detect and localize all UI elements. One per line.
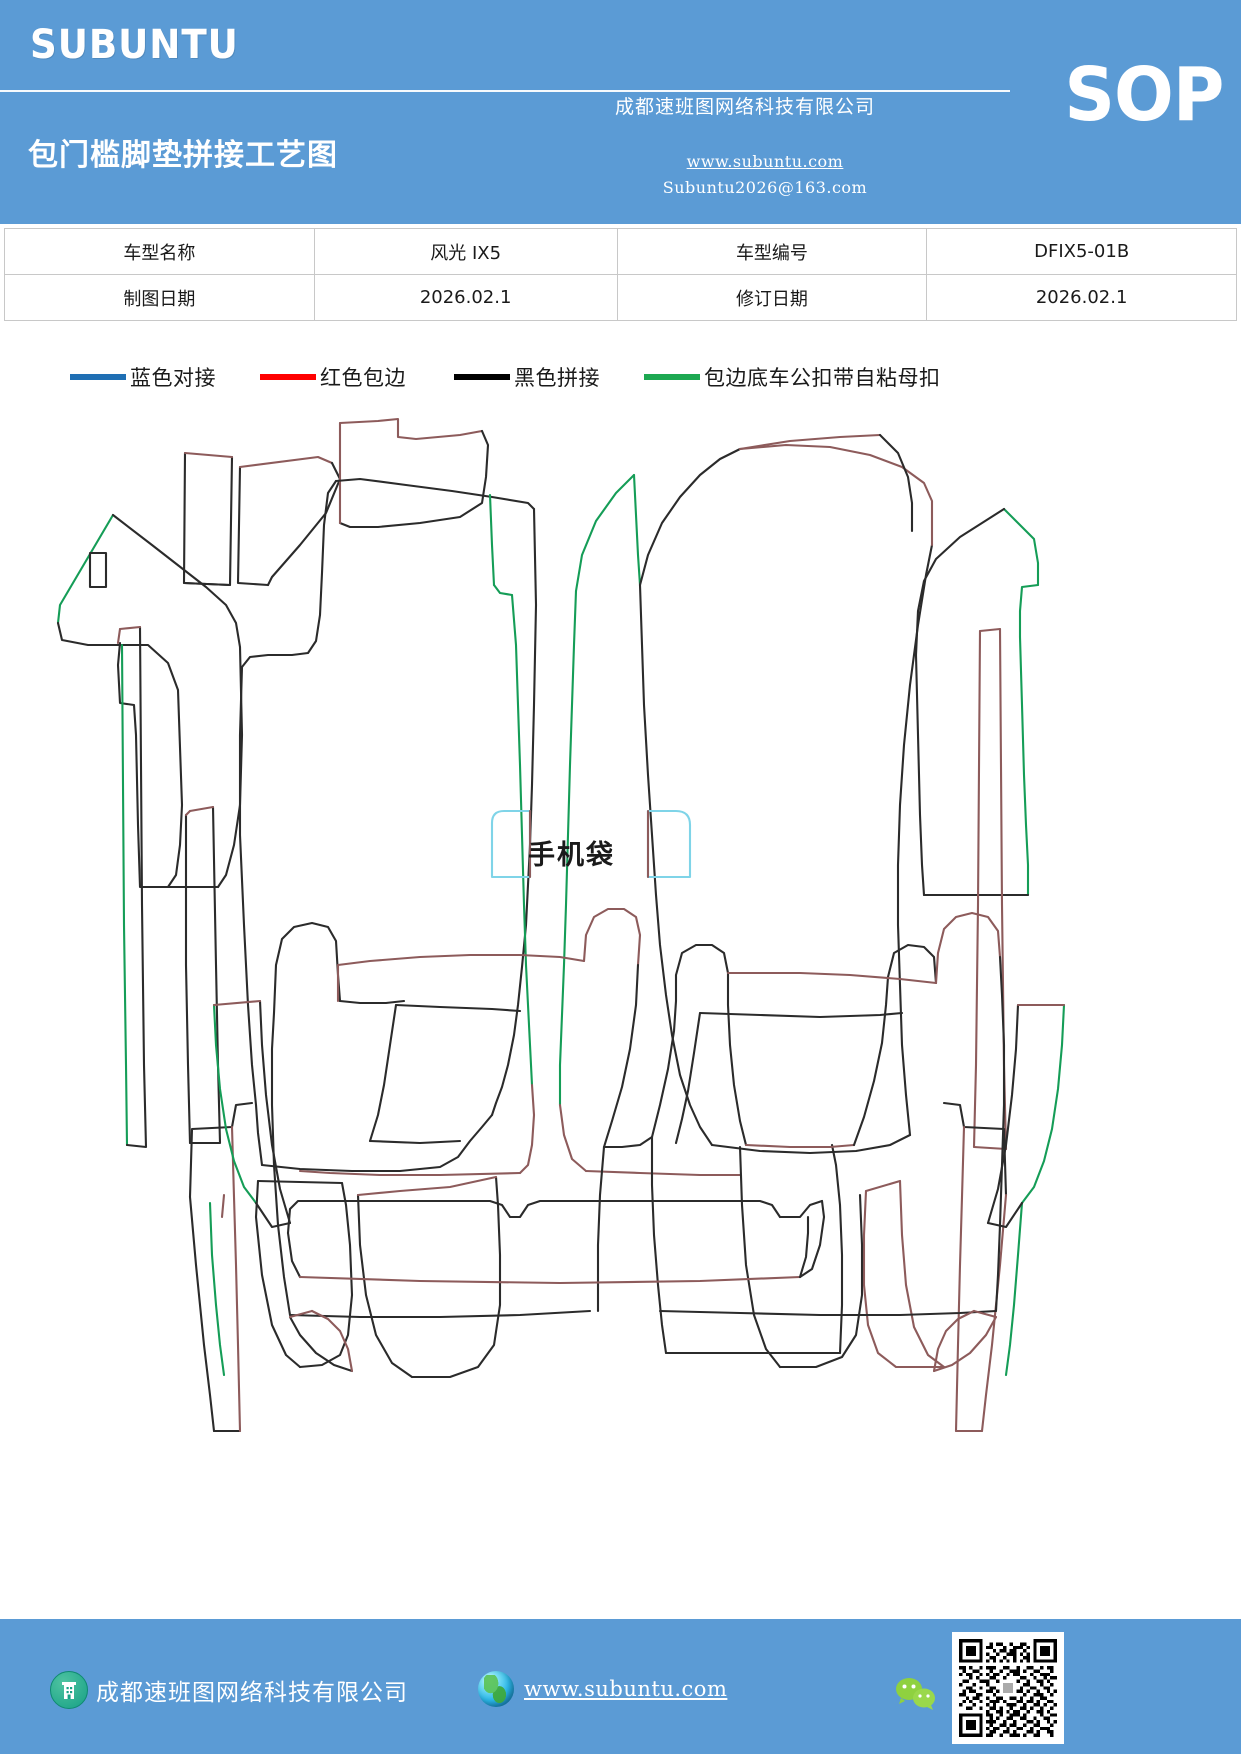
part-bottom-flap-left (288, 1309, 354, 1373)
table-row: 车型名称 风光 IX5 车型编号 DFIX5-01B (4, 228, 1237, 275)
header-company-name: 成都速班图网络科技有限公司 (614, 96, 875, 118)
line-swatch-black-icon (454, 374, 510, 380)
part-lower-mat-right-edge (986, 1003, 1066, 1377)
part-lower-right-step (942, 1101, 1008, 1433)
part-left-panel-2 (184, 805, 222, 1145)
header-website-link[interactable]: www.subuntu.com (686, 152, 844, 171)
part-right-sill (914, 507, 1040, 897)
legend: 蓝色对接 红色包边 黑色拼接 包边底车公扣带自粘母扣 (0, 355, 1241, 399)
legend-item-red: 红色包边 (260, 362, 406, 392)
label-draw-date: 制图日期 (4, 274, 315, 321)
part-upper-left-trap (236, 455, 342, 587)
qr-code (952, 1632, 1064, 1744)
legend-item-blue: 蓝色对接 (70, 362, 216, 392)
label-revise-date: 修订日期 (616, 274, 928, 321)
label-model-code: 车型编号 (616, 228, 928, 275)
legend-item-black: 黑色拼接 (454, 362, 600, 392)
legend-label-green: 包边底车公扣带自粘母扣 (704, 366, 941, 390)
part-lower-center-console (650, 943, 856, 1355)
pattern-drawing: 手机袋 (0, 405, 1241, 1480)
part-right-strip (972, 627, 1008, 1151)
header-email: Subuntu2026@163.com (662, 178, 868, 197)
building-icon (50, 1671, 88, 1709)
line-swatch-blue-icon (70, 374, 126, 380)
part-bottom-flap-right (932, 1309, 998, 1373)
part-lower-center-left (254, 1179, 354, 1369)
page-footer: 成都速班图网络科技有限公司 www.subuntu.com (0, 1619, 1241, 1754)
page-header: SUBUNTU 包门槛脚垫拼接工艺图 成都速班图网络科技有限公司 www.sub… (0, 0, 1241, 224)
footer-website[interactable]: www.subuntu.com (478, 1671, 727, 1707)
legend-item-green: 包边底车公扣带自粘母扣 (644, 362, 941, 392)
part-main-right (638, 433, 934, 1155)
legend-label-red: 红色包边 (320, 366, 406, 390)
globe-icon (478, 1671, 514, 1707)
value-revise-date: 2026.02.1 (926, 274, 1237, 321)
part-left-strip (116, 625, 148, 1149)
value-model-name: 风光 IX5 (313, 228, 618, 275)
part-left-inner-edge (298, 493, 536, 1177)
legend-label-black: 黑色拼接 (514, 366, 600, 390)
part-left-sill (56, 513, 244, 889)
table-row: 制图日期 2026.02.1 修订日期 2026.02.1 (4, 274, 1237, 321)
header-divider (0, 90, 1010, 92)
value-model-code: DFIX5-01B (926, 228, 1237, 275)
vehicle-info-table: 车型名称 风光 IX5 车型编号 DFIX5-01B 制图日期 2026.02.… (4, 228, 1237, 321)
part-lower-assembly-left-edge (220, 1193, 226, 1219)
part-lower-mat-left (208, 999, 292, 1377)
legend-label-blue: 蓝色对接 (130, 366, 216, 390)
label-model-name: 车型名称 (4, 228, 315, 275)
footer-company: 成都速班图网络科技有限公司 (50, 1671, 408, 1709)
cutting-pattern-svg (56, 417, 1066, 1433)
part-lower-mat-left-main (270, 907, 654, 1319)
part-top-cap-left (338, 417, 490, 529)
line-swatch-green-icon (644, 374, 700, 380)
annotation-phone-pocket: 手机袋 (528, 840, 615, 871)
part-bottom-bar (286, 1199, 826, 1285)
part-center-left-pad (356, 1175, 502, 1379)
part-lower-mat-right-main (658, 911, 1006, 1317)
sop-badge: SOP (1063, 52, 1224, 138)
value-draw-date: 2026.02.1 (313, 274, 618, 321)
page-title: 包门槛脚垫拼接工艺图 (28, 138, 338, 173)
wechat-icon (893, 1677, 939, 1711)
part-right-inner-edge (558, 473, 742, 1177)
part-lower-left-step (188, 1101, 254, 1433)
footer-website-link[interactable]: www.subuntu.com (524, 1677, 728, 1701)
line-swatch-red-icon (260, 374, 316, 380)
brand-logo: SUBUNTU (30, 22, 239, 68)
part-upper-left-rect (182, 451, 234, 587)
part-main-left (238, 477, 538, 1173)
part-phone-pocket-left (490, 809, 532, 879)
footer-company-name: 成都速班图网络科技有限公司 (96, 1680, 408, 1706)
part-phone-pocket-right (646, 809, 692, 879)
